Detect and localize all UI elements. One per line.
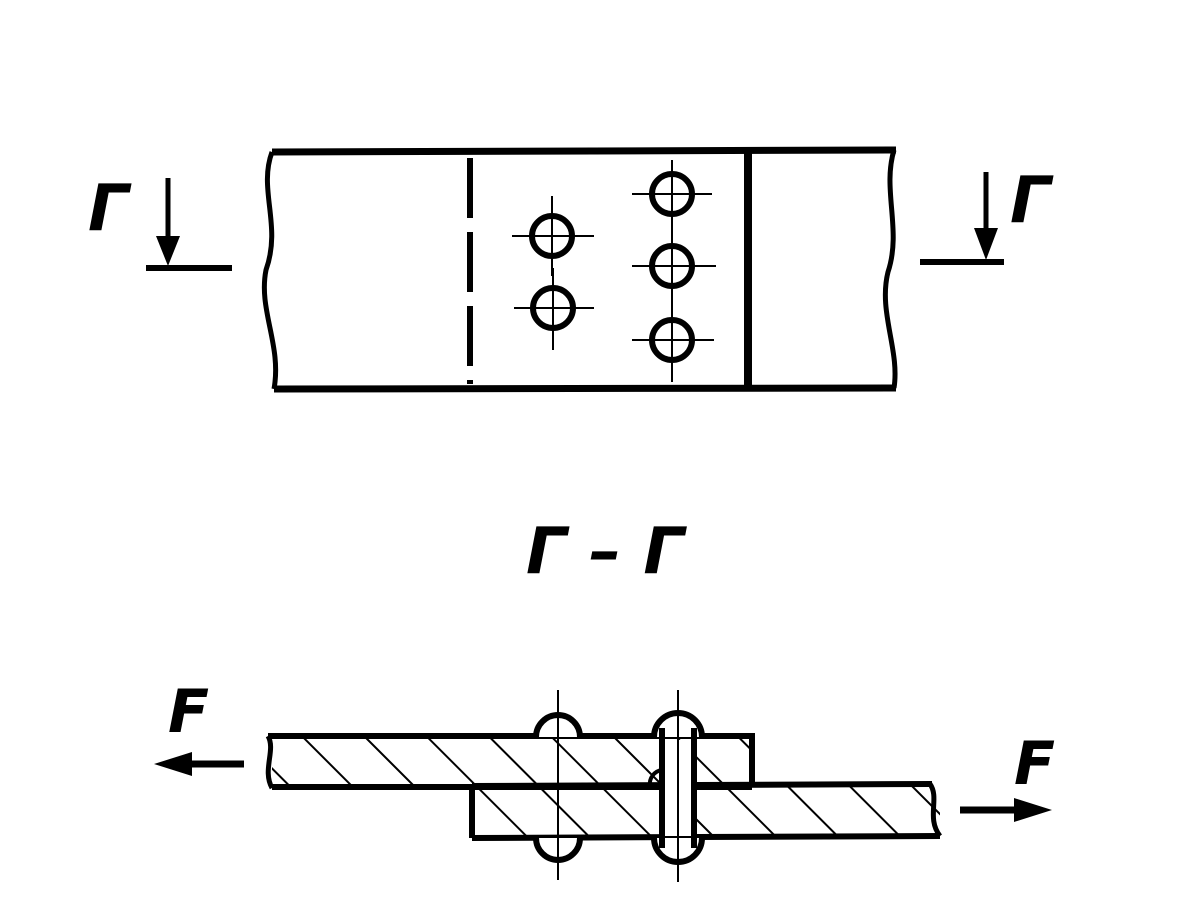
- force-arrow-right: F: [960, 729, 1055, 822]
- rivet-plan-5: [632, 302, 714, 382]
- rivet-plan-4: [632, 228, 716, 306]
- plan-view: Г Г: [88, 146, 1054, 393]
- rivet-plan-3: [632, 160, 712, 232]
- section-view: F F: [154, 677, 1055, 882]
- plan-bottom-edge: [273, 384, 897, 393]
- section-letter-right: Г: [1010, 164, 1054, 238]
- section-letter-left: Г: [88, 172, 132, 246]
- section-marker-left: Г: [88, 172, 232, 271]
- section-marker-right: Г: [920, 164, 1054, 265]
- lower-plate-section: [469, 781, 943, 841]
- rivet-plan-1: [512, 196, 594, 276]
- force-label-left: F: [168, 677, 209, 747]
- rivet-plan-2: [514, 268, 594, 350]
- plan-break-line-left: [261, 151, 279, 390]
- plan-top-edge: [271, 146, 897, 156]
- section-title: Г – Г: [526, 515, 687, 589]
- force-label-right: F: [1014, 729, 1055, 799]
- rivet-section-right: [647, 690, 705, 882]
- plan-break-line-right: [882, 149, 898, 389]
- force-arrow-left: F: [154, 677, 244, 776]
- rivet-section-left: [533, 690, 583, 880]
